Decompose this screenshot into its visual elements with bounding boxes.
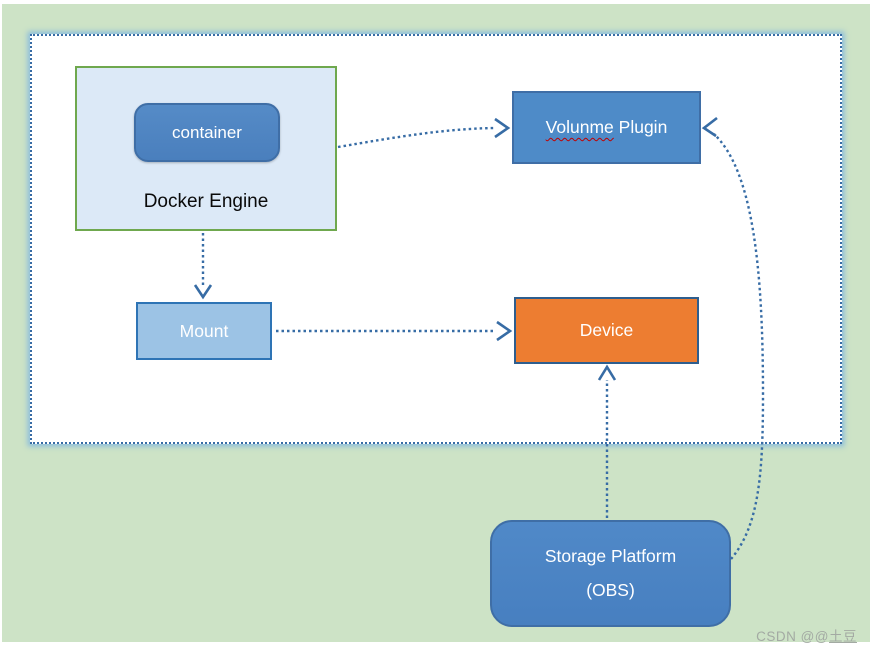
diagram-canvas: container Docker Engine Volunme Plugin M… (2, 4, 870, 645)
device-node: Device (514, 297, 699, 364)
volume-plugin-label: Volunme Plugin (546, 117, 668, 138)
volume-plugin-node: Volunme Plugin (512, 91, 701, 164)
docker-engine-label: Docker Engine (143, 191, 269, 212)
container-label: container (172, 122, 242, 142)
volume-plugin-word-rest: Plugin (618, 117, 668, 137)
mount-label: Mount (179, 320, 229, 341)
mount-node: Mount (136, 302, 272, 360)
device-label: Device (579, 320, 634, 340)
watermark-underlined: 土豆 (829, 629, 857, 644)
csdn-watermark: CSDN @@土豆 (756, 625, 857, 645)
container-node: container (134, 103, 280, 162)
volume-plugin-word-misspelled: Volunme (545, 117, 614, 137)
storage-platform-node: Storage Platform (OBS) (490, 520, 731, 627)
storage-platform-label-line2: (OBS) (586, 579, 635, 600)
storage-platform-label-line1: Storage Platform (544, 546, 677, 567)
watermark-prefix: CSDN @@ (756, 629, 829, 644)
docker-engine-box: container Docker Engine (75, 66, 337, 231)
